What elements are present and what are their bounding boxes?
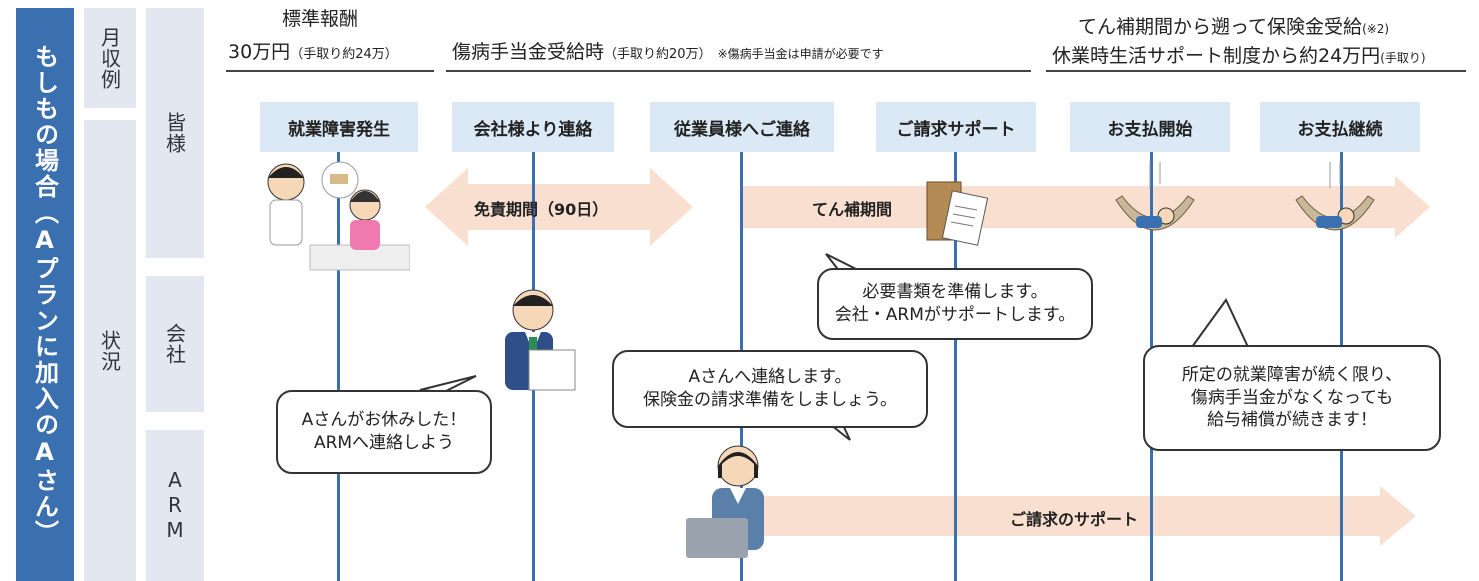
coverage-period-arrow <box>742 176 1430 238</box>
timeline-1 <box>337 152 340 581</box>
step-payment-start: お支払開始 <box>1070 102 1230 152</box>
row-company: 会社 <box>146 276 204 412</box>
standard-pay: 30万円（手取り約24万） <box>228 41 398 64</box>
step-employee-contact: 従業員様へご連絡 <box>650 102 834 152</box>
retro-mark: (※2) <box>1362 22 1390 36</box>
retro-rule <box>1046 70 1466 72</box>
bubble-documents-line1: 必要書類を準備します。 <box>862 282 1048 303</box>
sickness-remark: ※傷病手当金は申請が必要です <box>717 47 884 61</box>
documents-icon <box>926 181 989 246</box>
bubble-continue-line3: 給与補償が続きます！ <box>1207 410 1377 431</box>
bubble-contact-line2: 保険金の請求準備をしましょう。 <box>643 390 897 410</box>
bubble-continue: 所定の就業障害が続く限り、 傷病手当金がなくなっても 給与補償が続きます！ <box>1143 345 1441 451</box>
safety-net-icon <box>1115 162 1195 231</box>
claim-support-label: ご請求のサポート <box>1010 510 1139 529</box>
sickness-main: 傷病手当金受給時 <box>452 41 605 63</box>
claim-support-arrow <box>760 486 1416 546</box>
row-everyone: 皆様 <box>146 8 204 258</box>
step-claim-support: ご請求サポート <box>876 102 1036 152</box>
bubble-absent-line1: Aさんがお休みした！ <box>301 410 467 431</box>
bubble-continue-line2: 傷病手当金がなくなっても <box>1190 387 1394 408</box>
retro-line2-note: (手取り) <box>1380 51 1426 65</box>
row-status: 状況 <box>84 120 136 581</box>
step-payment-continue: お支払継続 <box>1260 102 1420 152</box>
sickness-header: 傷病手当金受給時（手取り約20万） ※傷病手当金は申請が必要です <box>452 41 884 64</box>
timeline-4 <box>954 152 957 581</box>
retro-line1: てん補期間から遡って保険金受給 <box>1078 16 1363 38</box>
retro-header-line1: てん補期間から遡って保険金受給(※2) <box>1078 16 1389 39</box>
coverage-period-label: てん補期間 <box>812 200 893 219</box>
bubble-contact-line1: Aさんへ連絡します。 <box>688 367 852 388</box>
bubble-contact: Aさんへ連絡します。 保険金の請求準備をしましょう。 <box>612 350 928 428</box>
standard-pay-amount: 30万円 <box>228 41 291 63</box>
bubble-absent: Aさんがお休みした！ ARMへ連絡しよう <box>276 390 492 474</box>
row-income-example: 月収例 <box>84 8 136 108</box>
standard-pay-label: 標準報酬 <box>282 8 359 30</box>
bubble-documents-line2: 会社・ARMがサポートします。 <box>834 305 1076 325</box>
sick-people-illustration <box>267 161 410 271</box>
waiting-period-label: 免責期間（90日） <box>474 200 609 219</box>
safety-net-icon-2 <box>1295 162 1375 231</box>
bubble-continue-line1: 所定の就業障害が続く限り、 <box>1181 364 1403 385</box>
standard-pay-note: （手取り約24万） <box>290 47 398 62</box>
sickness-note: （手取り約20万） <box>604 47 712 62</box>
waiting-period-arrow <box>425 168 693 246</box>
step-disability-occurs: 就業障害発生 <box>260 102 418 152</box>
sickness-rule <box>446 70 1031 72</box>
arm-operator-illustration <box>686 445 764 558</box>
company-staff-illustration <box>505 289 576 391</box>
standard-pay-rule <box>226 70 434 72</box>
retro-line2: 休業時生活サポート制度から約24万円 <box>1052 45 1381 67</box>
bubble-absent-line2: ARMへ連絡しよう <box>313 433 455 453</box>
side-title: もしもの場合（Aプランに加入のAさん） <box>16 8 74 581</box>
bubble-documents: 必要書類を準備します。 会社・ARMがサポートします。 <box>817 268 1093 340</box>
retro-header-line2: 休業時生活サポート制度から約24万円(手取り) <box>1052 45 1426 68</box>
step-company-contact: 会社様より連絡 <box>452 102 614 152</box>
row-arm: ARM <box>146 430 204 581</box>
